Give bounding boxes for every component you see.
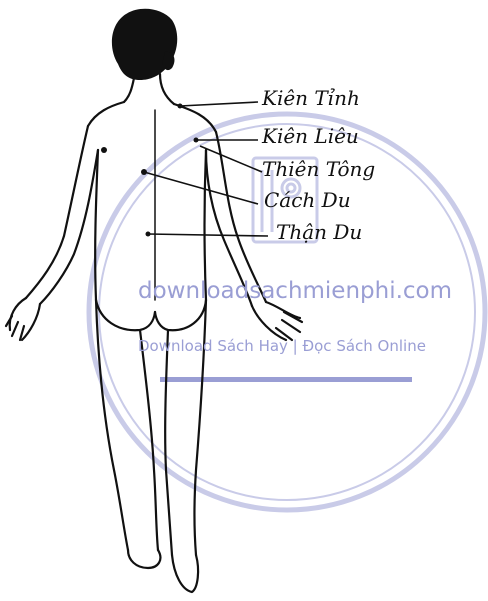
leader-kien-tinh bbox=[180, 102, 258, 106]
label-kien-lieu: Kiên Liêu bbox=[262, 126, 359, 146]
label-than-du: Thận Du bbox=[276, 222, 362, 242]
leader-than-du bbox=[148, 234, 268, 236]
watermark-tagline: Download Sách Hay | Đọc Sách Online bbox=[138, 339, 426, 354]
leader-cach-du bbox=[144, 172, 258, 204]
watermark-domain: downloadsachmienphi.com bbox=[138, 280, 452, 303]
label-kien-tinh: Kiên Tỉnh bbox=[262, 88, 360, 108]
watermark-underline bbox=[160, 377, 412, 382]
label-cach-du: Cách Du bbox=[264, 190, 351, 210]
label-thien-tong: Thiên Tông bbox=[262, 159, 375, 179]
acupoint-dot-thien-tong bbox=[101, 147, 107, 153]
